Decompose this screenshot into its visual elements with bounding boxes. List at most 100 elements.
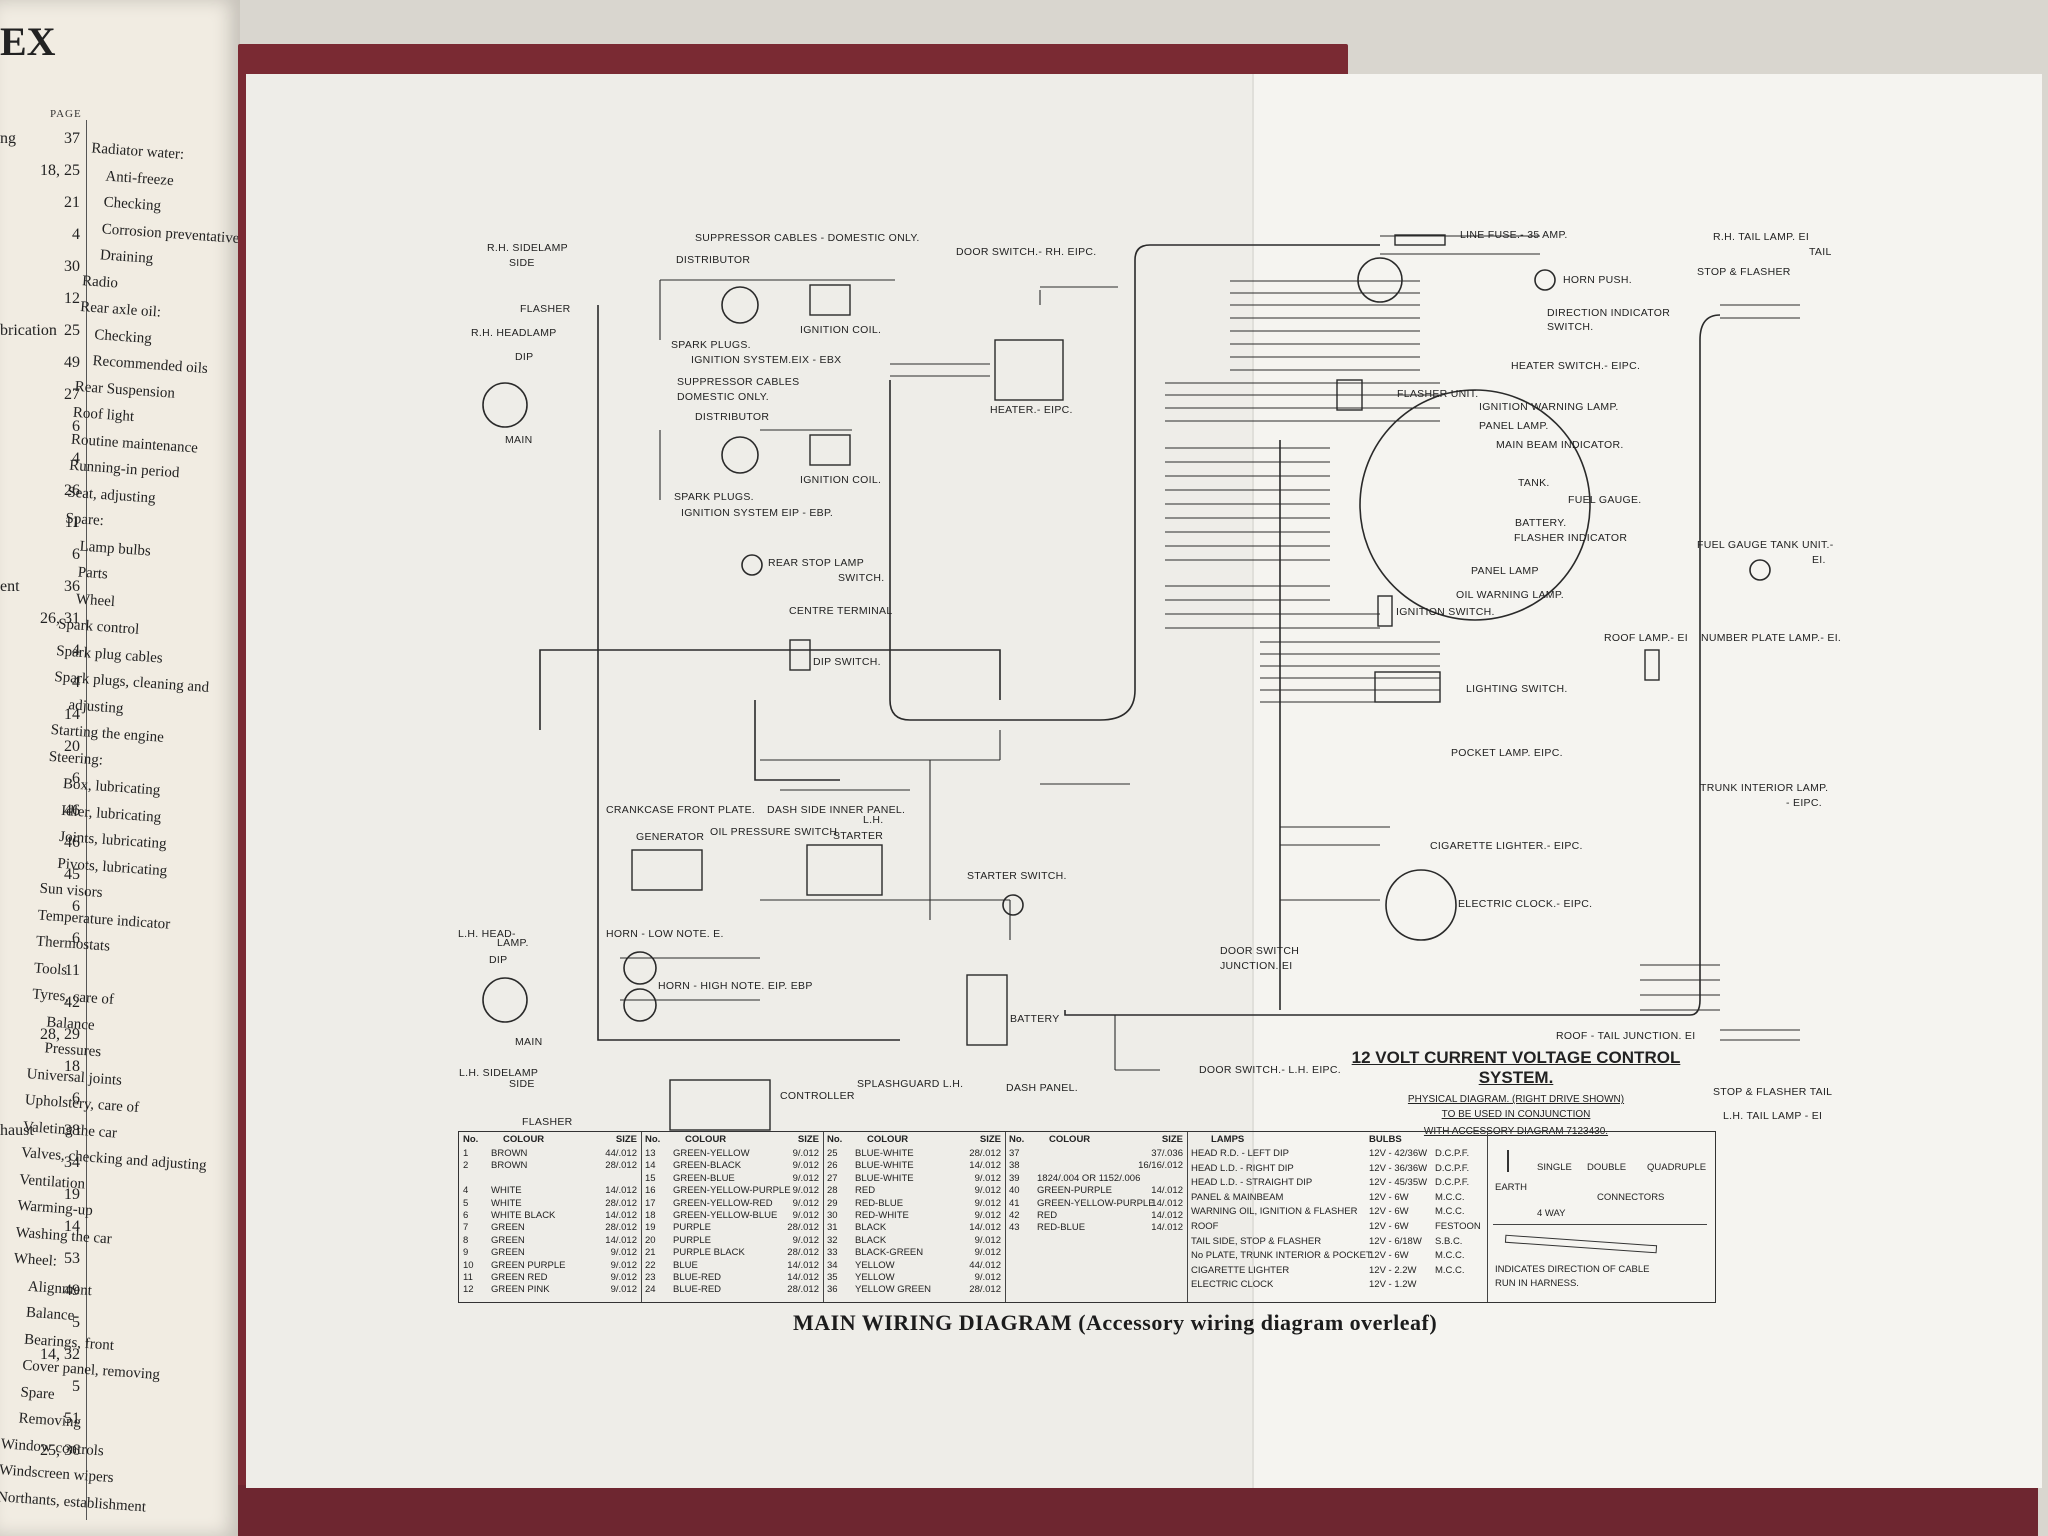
index-left-entry-page: 6 xyxy=(72,770,80,787)
label-ignition-warning-lamp: IGNITION WARNING LAMP. xyxy=(1479,401,1619,413)
label-lh-tail-lamp: L.H. TAIL LAMP - EI xyxy=(1723,1110,1822,1122)
lamp-cell-bulb: 12V - 6W xyxy=(1369,1250,1409,1262)
legend-cell-n: 15 xyxy=(645,1172,656,1184)
system-title: 12 VOLT CURRENT VOLTAGE CONTROL SYSTEM. xyxy=(1351,1048,1681,1087)
legend-header-colour: COLOUR xyxy=(503,1134,545,1145)
label-controller: CONTROLLER xyxy=(780,1090,855,1102)
legend-cell-c: BLUE-RED xyxy=(673,1272,722,1283)
legend-cell-n: 28 xyxy=(827,1185,838,1197)
label-trunk-interior-lamp: TRUNK INTERIOR LAMP. xyxy=(1700,782,1828,794)
lamp-cell-bulb: 12V - 6/18W xyxy=(1369,1235,1422,1247)
lamp-cell-type: M.C.C. xyxy=(1435,1206,1465,1218)
legend-cell-c: WHITE xyxy=(491,1197,522,1209)
legend-cell-n: 11 xyxy=(463,1272,473,1283)
distributor-eip-icon xyxy=(721,436,759,474)
legend-cell-n: 35 xyxy=(827,1272,838,1283)
index-left-entry-page: 49 xyxy=(64,354,80,371)
legend-cell-s: 9/.012 xyxy=(792,1234,819,1246)
legend-cell-s: 28/.012 xyxy=(605,1160,637,1172)
label-door-switch-lh: DOOR SWITCH.- L.H. EIPC. xyxy=(1199,1064,1341,1076)
index-left-entry-text: brication xyxy=(0,322,57,339)
index-left-entry-page: 12 xyxy=(64,290,80,307)
label-lh-short: L.H. xyxy=(863,814,883,826)
legend-cell-c: BROWN xyxy=(491,1160,528,1172)
quadruple-label: QUADRUPLE xyxy=(1647,1162,1707,1173)
index-left-entry-page: 36 xyxy=(64,578,80,595)
legend-cell-n: 26 xyxy=(827,1160,838,1172)
legend-cell-n: 39 xyxy=(1009,1172,1020,1184)
legend-row: 14 GREEN-BLACK 9/.012 xyxy=(645,1160,819,1172)
index-left-entry-page: 25, 36 xyxy=(40,1442,80,1459)
label-oil-pressure-switch: OIL PRESSURE SWITCH. xyxy=(710,826,840,838)
label-crankcase: CRANKCASE FRONT PLATE. xyxy=(606,804,755,816)
legend-cell-n: 29 xyxy=(827,1197,838,1209)
legend-cell-s: 28/.012 xyxy=(787,1222,819,1234)
index-left-entry-page: 27 xyxy=(64,386,80,403)
legend-cell-s: 9/.012 xyxy=(610,1272,637,1283)
index-left-entry-page: 6 xyxy=(72,418,80,435)
label-horn-low: HORN - LOW NOTE. E. xyxy=(606,928,724,940)
legend-header-size: SIZE xyxy=(979,1134,1001,1145)
label-side: SIDE xyxy=(509,257,535,269)
legend-cell-n: 19 xyxy=(645,1222,656,1234)
lamp-cell-lamp: PANEL & MAINBEAM xyxy=(1191,1191,1284,1203)
legend-cell-n: 17 xyxy=(645,1197,656,1209)
label-electric-clock: ELECTRIC CLOCK.- EIPC. xyxy=(1458,898,1592,910)
starter-switch-icon xyxy=(1002,894,1024,916)
index-left-entry-page: 51 xyxy=(64,1410,80,1427)
label-heater-switch: HEATER SWITCH.- EIPC. xyxy=(1511,360,1640,372)
legend-cell-s: 28/.012 xyxy=(969,1148,1001,1159)
diagram-sheet-right-panel xyxy=(1254,74,2042,1488)
legend-row xyxy=(463,1173,637,1185)
index-left-entry-page: 11 xyxy=(64,514,80,531)
legend-cell-n: 20 xyxy=(645,1234,656,1246)
harness-main xyxy=(889,244,1380,721)
legend-cell-s: 9/.012 xyxy=(792,1148,819,1159)
index-left-entry-page: 11 xyxy=(64,962,80,979)
label-battery: BATTERY xyxy=(1010,1013,1060,1025)
lamp-cell-bulb: 12V - 6W xyxy=(1369,1206,1409,1218)
label-panel-lamp: PANEL LAMP. xyxy=(1479,420,1549,432)
index-left-entry-page: 28, 29 xyxy=(40,1026,80,1043)
label-tail: TAIL xyxy=(1809,246,1832,258)
legend-header-no: No. xyxy=(463,1134,479,1145)
lamp-cell-bulb: 12V - 45/35W xyxy=(1369,1177,1428,1189)
legend-cell-c: RED-BLUE xyxy=(1037,1222,1086,1234)
label-side-lh: SIDE xyxy=(509,1078,535,1090)
label-lh-sidelamp: L.H. SIDELAMP xyxy=(459,1067,538,1079)
label-number-plate-lamp: NUMBER PLATE LAMP.- EI. xyxy=(1701,632,1841,644)
legend-cell-s: 9/.012 xyxy=(974,1247,1001,1259)
index-left-entry-page: 21 xyxy=(64,194,80,211)
diagram-subtitle-1: PHYSICAL DIAGRAM. (RIGHT DRIVE SHOWN) xyxy=(1407,1094,1625,1105)
legend-cell-c: BLUE-RED xyxy=(673,1284,722,1296)
legend-cell-s: 28/.012 xyxy=(787,1247,819,1259)
legend-cell-s: 9/.012 xyxy=(974,1272,1001,1283)
harness-left xyxy=(597,305,900,1041)
index-left-entry-text: ng xyxy=(0,130,16,147)
legend-cell-s: 9/.012 xyxy=(792,1160,819,1172)
lamp-cell-bulb: 12V - 36/36W xyxy=(1369,1162,1428,1174)
label-roof-tail-junction: ROOF - TAIL JUNCTION. EI xyxy=(1556,1030,1695,1042)
index-left-entry-page: 20 xyxy=(64,738,80,755)
legend-cell-c: GREEN-BLACK xyxy=(673,1160,742,1172)
lamp-cell-bulb: 12V - 6W xyxy=(1369,1221,1409,1232)
legend-cell-n: 14 xyxy=(645,1160,656,1172)
